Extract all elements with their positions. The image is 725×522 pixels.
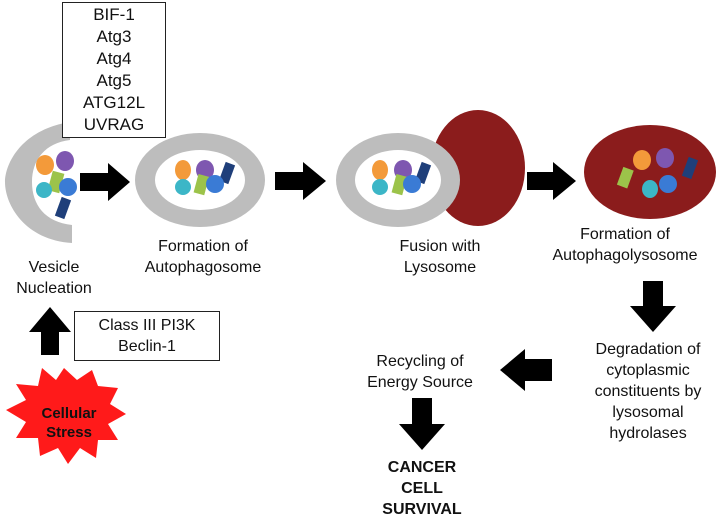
arrow-up-1 [29,307,71,355]
factor-label: Atg4 [96,49,132,68]
label-recycling: Recycling of Energy Source [367,353,473,391]
arrow-down-2 [399,398,445,450]
phagophore-membrane [5,122,72,243]
factor-label: BIF-1 [93,5,135,24]
nucleation-factors-box: Class III PI3K Beclin-1 [74,311,220,361]
factor-label: Beclin-1 [118,338,176,355]
label-autophagolysosome: Formation of Autophagolysosome [552,226,698,264]
autophagosome [135,133,265,227]
label-autophagosome: Formation of Autophagosome [144,238,262,276]
factor-label: ATG12L [82,93,146,112]
label-degradation: Degradation of cytoplasmic constituents … [594,341,702,442]
cargo-group-1 [36,151,77,220]
factor-label: Atg3 [96,27,132,46]
arrow-left-1 [500,349,552,391]
autophagolysosome [584,125,716,219]
stress-burst [6,368,126,464]
factor-label: Class III PI3K [98,317,196,334]
arrow-down-1 [630,281,676,332]
autophagy-factors-box: BIF-1 Atg3 Atg4 Atg5 ATG12L UVRAG [62,2,166,138]
label-vesicle-nucleation: Vesicle Nucleation [16,259,92,297]
label-cancer-cell-survival: CANCER CELL SURVIVAL [382,459,462,518]
factor-label: UVRAG [83,115,145,134]
factor-label: Atg5 [96,71,132,90]
fusion-lysosome [336,110,525,227]
arrow-right-1 [80,163,130,201]
arrow-right-2 [275,162,326,200]
label-cellular-stress: Cellular Stress [41,405,97,441]
label-fusion: Fusion with Lysosome [399,238,481,276]
arrow-right-3 [527,162,576,200]
